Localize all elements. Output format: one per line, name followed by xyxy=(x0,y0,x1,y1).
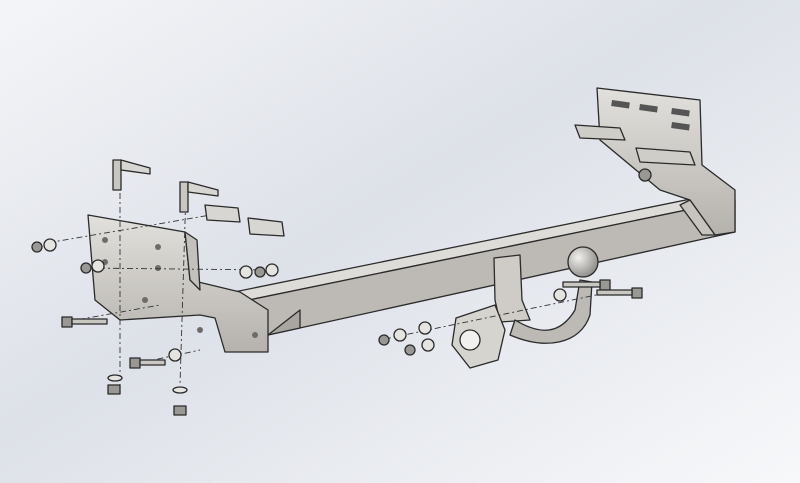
tow-neck xyxy=(509,279,593,344)
bolt xyxy=(562,279,611,291)
washer xyxy=(393,328,407,342)
tow-ball xyxy=(567,246,599,278)
clip-bolt xyxy=(247,217,285,237)
bolt xyxy=(61,316,108,328)
socket-hole xyxy=(459,329,481,351)
washer xyxy=(239,265,253,279)
slot xyxy=(611,100,630,109)
hole xyxy=(155,265,161,271)
nut xyxy=(404,344,416,356)
tow-ball-assembly xyxy=(451,246,599,369)
nut xyxy=(173,405,187,416)
washer xyxy=(421,338,435,352)
hole xyxy=(155,244,161,250)
hole xyxy=(197,327,203,333)
washer xyxy=(91,259,105,273)
washer xyxy=(107,374,123,382)
nut xyxy=(638,168,652,182)
washer xyxy=(265,263,279,277)
washer xyxy=(418,321,432,335)
drop-bracket xyxy=(493,254,531,323)
bracket xyxy=(574,124,626,141)
washer xyxy=(168,348,182,362)
clip-bolt xyxy=(112,159,151,191)
bolt xyxy=(129,357,166,369)
nut xyxy=(107,384,121,395)
hole xyxy=(142,297,148,303)
hole xyxy=(102,237,108,243)
washer xyxy=(43,238,57,252)
slot xyxy=(671,108,690,117)
bracket xyxy=(635,147,696,166)
bolt xyxy=(596,287,643,299)
washer xyxy=(553,288,567,302)
clip-bolt xyxy=(179,181,219,213)
slot xyxy=(671,122,690,131)
slot xyxy=(639,104,658,113)
nut xyxy=(80,262,92,274)
hole xyxy=(252,332,258,338)
fasteners xyxy=(31,159,643,416)
washer xyxy=(172,386,188,394)
nut xyxy=(378,334,390,346)
clip-bolt xyxy=(204,204,241,223)
nut xyxy=(31,241,43,253)
nut xyxy=(254,266,266,278)
right-mounting-plate xyxy=(574,87,736,236)
